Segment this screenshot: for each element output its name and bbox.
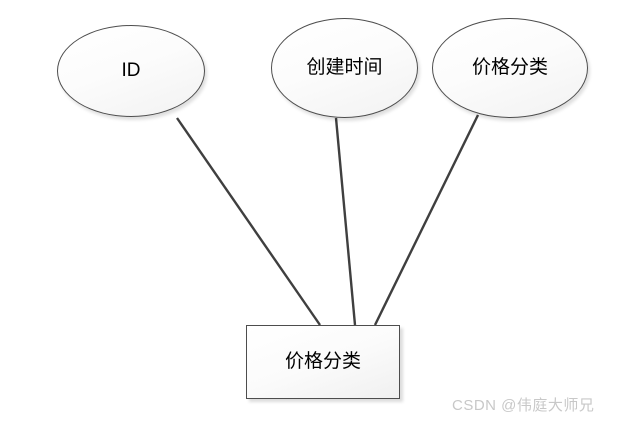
edge-price-category-to-entity <box>373 114 480 326</box>
attribute-node-created-time-label: 创建时间 <box>306 56 383 78</box>
entity-node-price-category[interactable]: 价格分类 <box>246 325 400 399</box>
edge-id-to-entity <box>176 117 321 326</box>
attribute-node-price-category[interactable]: 价格分类 <box>432 18 588 118</box>
watermark-text: CSDN @伟庭大师兄 <box>452 397 595 414</box>
attribute-node-id-label: ID <box>121 59 141 81</box>
entity-node-price-category-label: 价格分类 <box>284 350 361 372</box>
attribute-node-created-time[interactable]: 创建时间 <box>271 18 418 118</box>
edge-created-time-to-entity <box>334 117 357 326</box>
attribute-node-id[interactable]: ID <box>57 25 205 117</box>
attribute-node-price-category-label: 价格分类 <box>471 56 548 78</box>
